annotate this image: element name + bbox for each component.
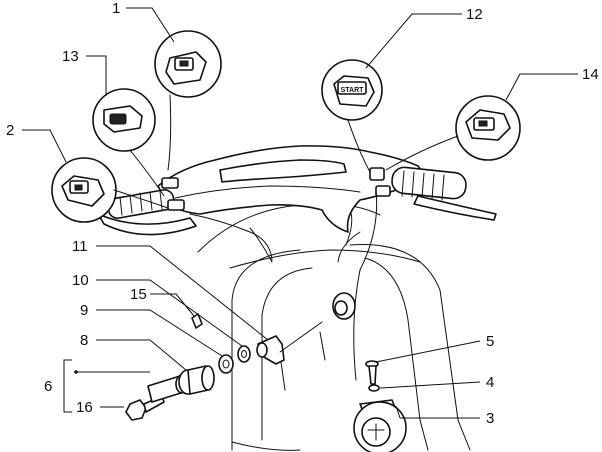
- callout-11: 11: [72, 238, 88, 255]
- nut-10: [237, 345, 251, 363]
- inset-part-2: [51, 157, 169, 223]
- body-outline: [197, 203, 471, 451]
- callout-16: 16: [76, 399, 93, 416]
- inset-part-12: START: [321, 59, 383, 177]
- callout-1: 1: [112, 0, 120, 17]
- callout-13: 13: [62, 48, 79, 65]
- callout-labels: 1 13 2 12 14 11 10 15 9 8 6 16 5 4 3: [6, 0, 599, 427]
- start-button-label: START: [341, 87, 365, 94]
- left-grip: [97, 189, 197, 236]
- connector-11: [256, 321, 323, 365]
- callout-5: 5: [486, 333, 494, 350]
- washer-9: [218, 354, 234, 374]
- callout-8: 8: [80, 332, 88, 349]
- callout-14: 14: [582, 66, 599, 83]
- callout-12: 12: [466, 6, 483, 23]
- screw-5: [365, 360, 379, 385]
- callout-3: 3: [486, 410, 494, 427]
- handlebar-switches: [161, 167, 391, 211]
- inset-part-13: [92, 88, 165, 197]
- grommet: [332, 292, 356, 320]
- handlebar-cover: [157, 145, 427, 233]
- callout-9: 9: [80, 302, 88, 319]
- inset-part-1: [154, 30, 222, 171]
- lock-body: [178, 365, 215, 395]
- pin-15: [191, 313, 203, 329]
- washer-4: [368, 384, 380, 392]
- callout-15: 15: [130, 286, 147, 303]
- ignition-lock-3: [353, 399, 407, 452]
- right-grip: [391, 166, 497, 221]
- callout-10: 10: [72, 272, 89, 289]
- callout-4: 4: [486, 374, 494, 391]
- inset-part-14: [385, 95, 521, 171]
- leader-lines: [22, 7, 578, 419]
- callout-6: 6: [44, 378, 52, 395]
- callout-2: 2: [6, 122, 14, 139]
